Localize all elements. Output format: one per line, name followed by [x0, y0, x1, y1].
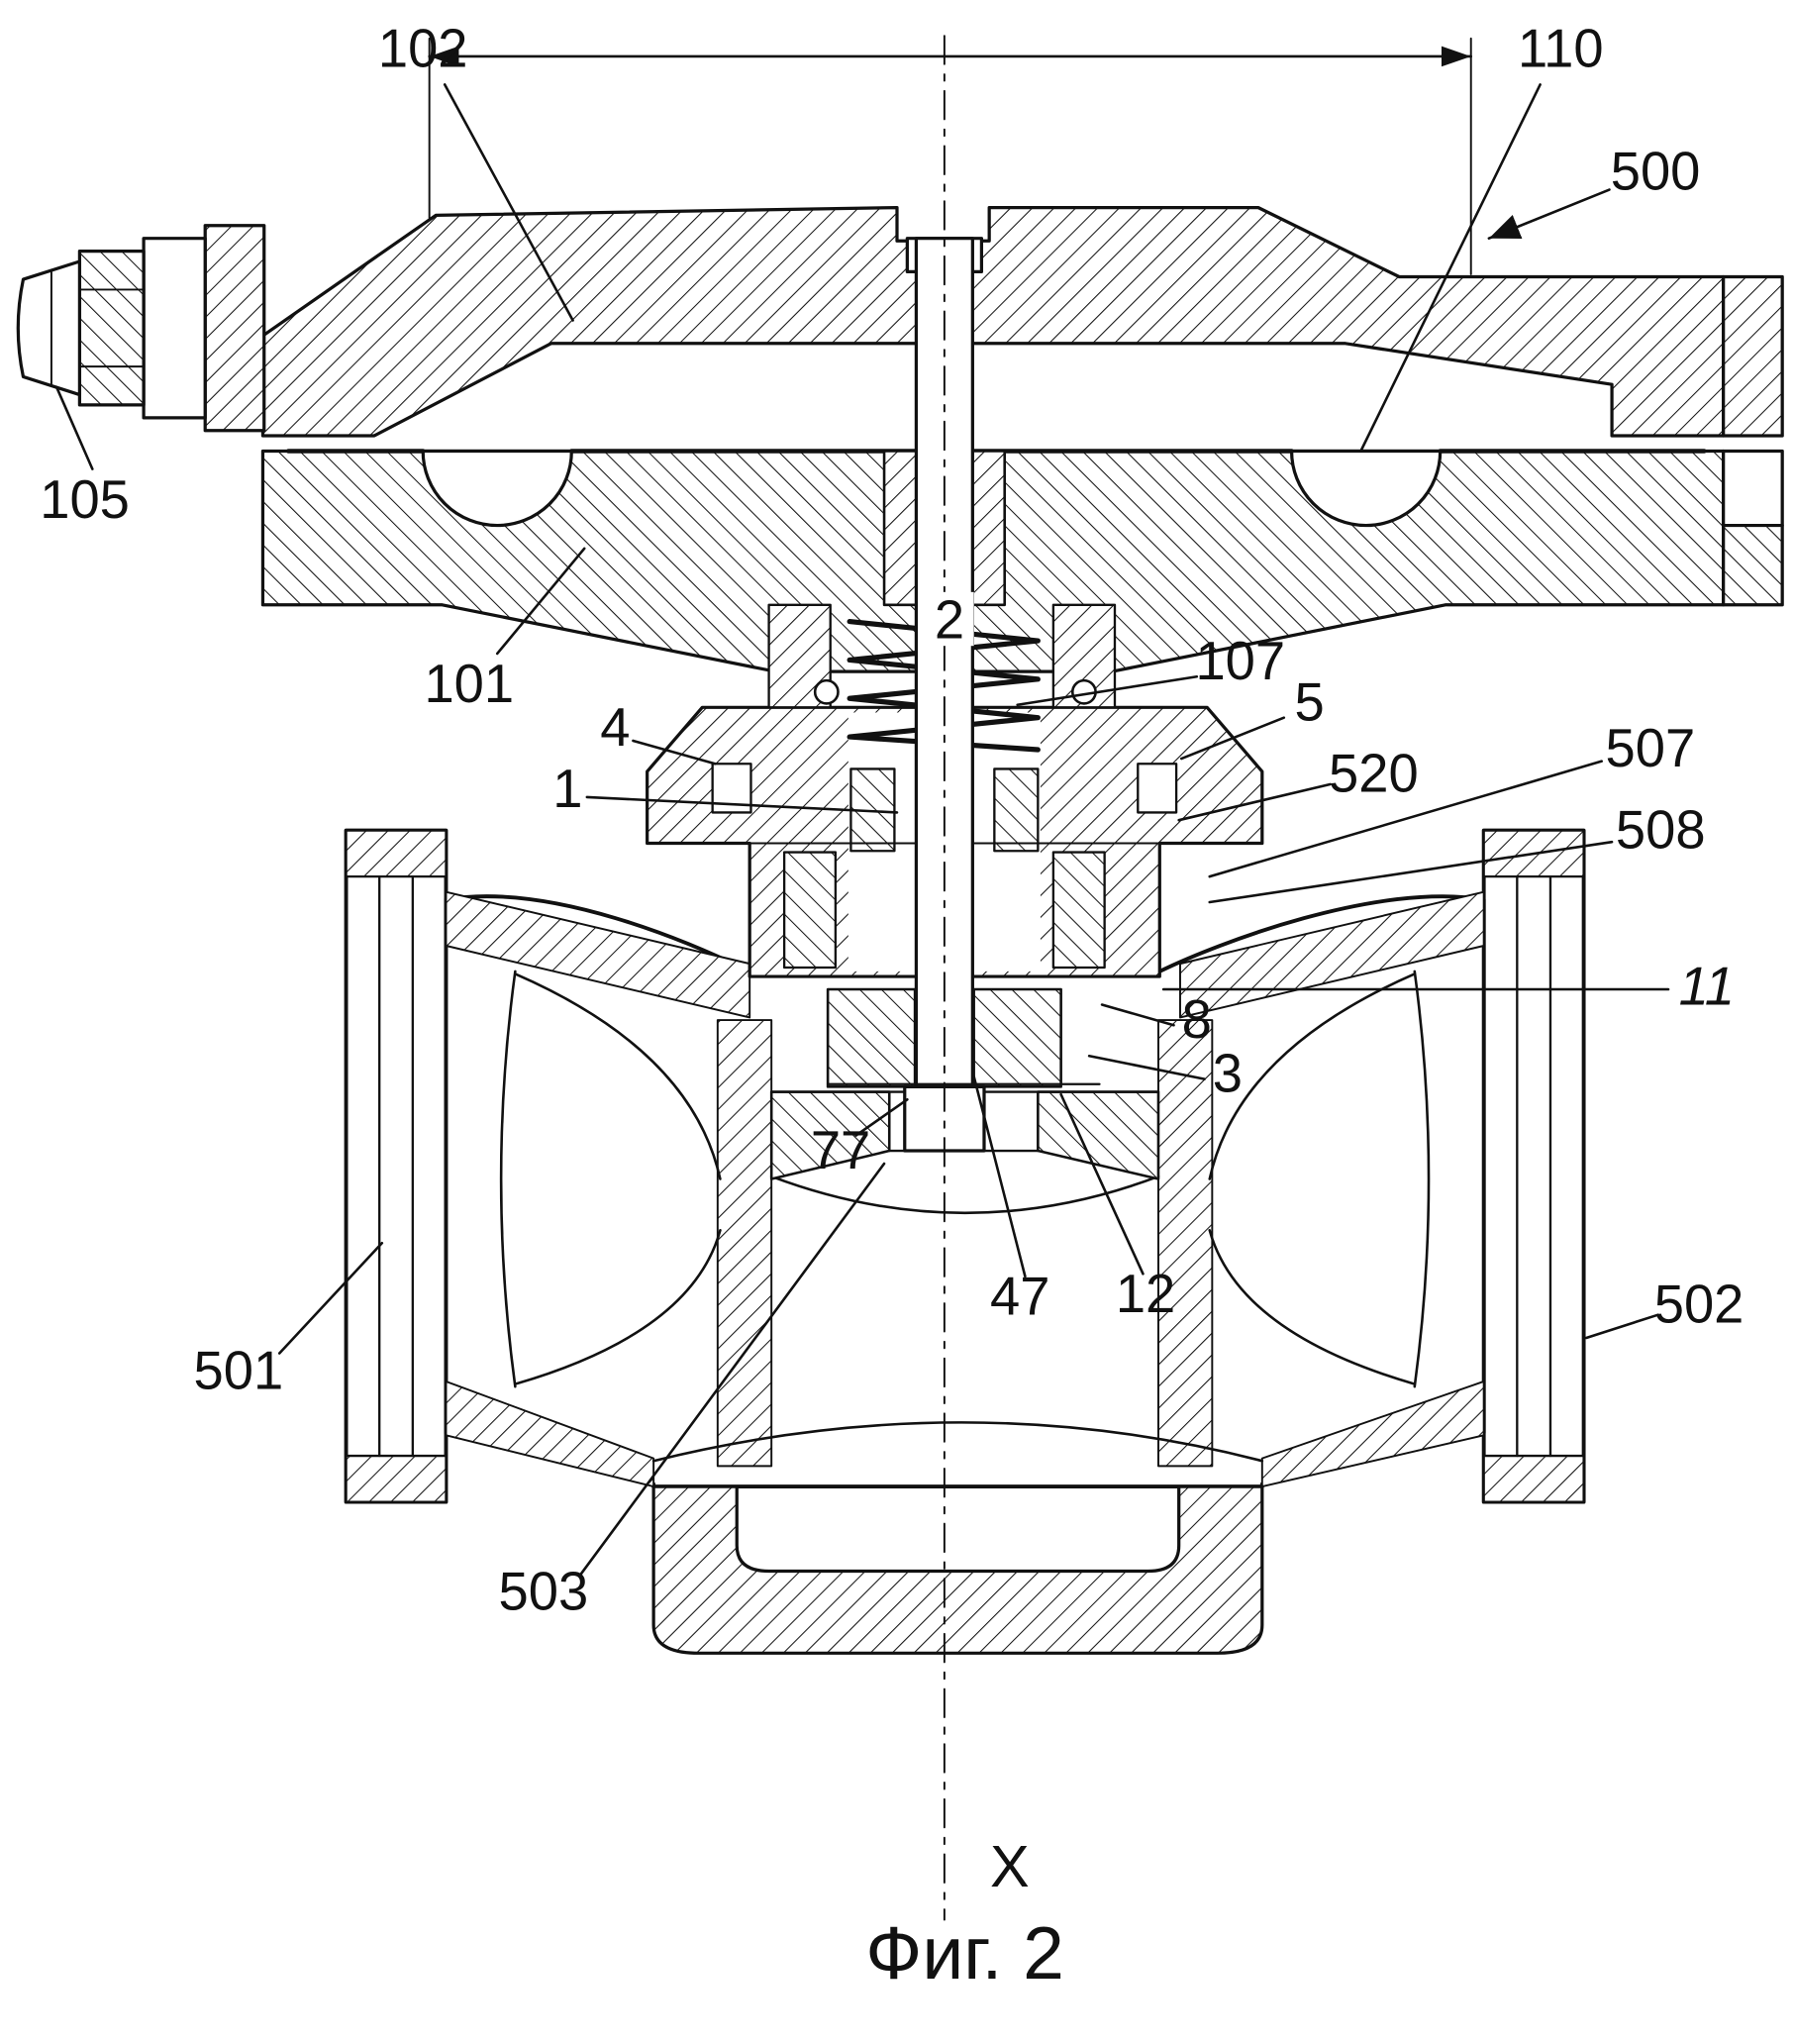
- ref-label-500: 500: [1611, 142, 1701, 202]
- fitting-plug-tip: [16, 259, 82, 397]
- actuator-housing: [260, 206, 1726, 673]
- bottom-cap: [651, 1484, 1264, 1655]
- body-cavity-wall-left: [716, 1019, 773, 1468]
- ref-label-101: 101: [424, 654, 514, 714]
- dimension-arrowhead-left: [429, 46, 459, 67]
- ref-label-102: 102: [378, 18, 468, 78]
- fitting-boss: [203, 224, 266, 433]
- left-fitting: [16, 224, 266, 433]
- diaphragm-bowl-right: [1289, 449, 1443, 528]
- fitting-sleeve: [142, 237, 207, 420]
- leader-line-520: [1177, 782, 1332, 822]
- leader-line-501: [277, 1241, 384, 1355]
- leader-line-4: [632, 739, 717, 766]
- body-wall-top-right: [1179, 890, 1485, 1019]
- diaphragm-bowl-left: [421, 449, 573, 528]
- ref-label-47: 47: [990, 1267, 1049, 1327]
- left-bore-back-edge: [499, 970, 517, 1388]
- left-passage-curve-lower: [514, 1228, 722, 1385]
- leader-line-1: [585, 795, 899, 814]
- ref-label-5: 5: [1295, 671, 1325, 732]
- left-passage-curve-upper: [514, 972, 722, 1180]
- ref-label-502: 502: [1654, 1274, 1744, 1334]
- left-flange-bottom-section: [345, 1454, 448, 1503]
- right-bore-back-edge: [1413, 970, 1431, 1388]
- leader-line-105: [54, 385, 94, 470]
- ref-label-105: 105: [40, 469, 130, 530]
- ref-label-12: 12: [1116, 1264, 1175, 1324]
- bonnet-side-nut-right: [1137, 763, 1178, 814]
- right-passage-curve-upper: [1208, 972, 1417, 1180]
- right-fitting-nut: [1722, 523, 1784, 607]
- leader-line-101: [495, 547, 586, 656]
- spring-seat-left: [813, 678, 840, 705]
- ref-label-110: 110: [1518, 18, 1604, 78]
- dimension-arrow: [428, 37, 1473, 275]
- right-flange-bottom-section: [1482, 1454, 1585, 1503]
- body-cavity-wall-right: [1157, 1019, 1214, 1468]
- body-wall-top-left: [445, 890, 751, 1019]
- left-flange-top-section: [345, 829, 448, 878]
- axis-label: X: [990, 1833, 1030, 1899]
- gland-insert-right: [1051, 851, 1106, 970]
- leader-line-107: [1016, 674, 1199, 707]
- leader-line-3: [1087, 1054, 1206, 1080]
- lower-chamber-curve: [651, 1421, 1264, 1463]
- right-fitting-block: [1722, 274, 1784, 438]
- figure-caption: Фиг. 2: [865, 1911, 1064, 1994]
- dimension-arrowhead-right: [1441, 46, 1471, 67]
- right-fitting-sleeve: [1722, 449, 1784, 528]
- yoke-column-left: [767, 603, 832, 709]
- left-pipe-flange: [344, 828, 448, 1504]
- ref-label-3: 3: [1213, 1044, 1243, 1104]
- leader-line-102: [443, 83, 574, 322]
- leader-line-77: [854, 1097, 909, 1137]
- ref-label-107: 107: [1195, 631, 1285, 691]
- ref-label-507: 507: [1606, 718, 1696, 778]
- ref-label-520: 520: [1329, 744, 1419, 804]
- leader-line-500: [1487, 188, 1611, 240]
- ref-label-501: 501: [194, 1341, 284, 1401]
- leader-lines: [54, 83, 1670, 1578]
- ref-label-11: 11: [1679, 957, 1735, 1017]
- ref-label-1: 1: [552, 759, 582, 819]
- plug-half-right: [972, 987, 1062, 1088]
- right-pipe-flange: [1481, 828, 1586, 1504]
- reference-labels: 102 110 500 105 101 2 107 4 5 1 520 507 …: [40, 18, 1744, 1621]
- ref-label-2: 2: [935, 589, 964, 650]
- label-2-backing: [925, 591, 974, 647]
- ref-label-8: 8: [1182, 989, 1212, 1050]
- leader-line-508: [1208, 840, 1614, 904]
- plug-seat-assembly: [769, 987, 1160, 1180]
- right-passage-curve-lower: [1208, 1228, 1417, 1385]
- leader-line-502: [1584, 1313, 1659, 1340]
- actuator-top-cover: [260, 206, 1726, 438]
- ref-label-508: 508: [1616, 800, 1706, 861]
- ref-label-4: 4: [600, 697, 630, 758]
- bottom-cap-wall: [651, 1484, 1264, 1655]
- leader-line-5: [1179, 716, 1286, 761]
- leader-line-12: [1059, 1092, 1145, 1276]
- fitting-hex-nut: [77, 250, 146, 407]
- ref-label-77: 77: [811, 1120, 870, 1180]
- gland-insert-left: [782, 851, 838, 970]
- leader-line-47: [972, 1074, 1027, 1278]
- plug-half-left: [826, 987, 917, 1088]
- ref-label-503: 503: [499, 1561, 589, 1621]
- packing-right: [993, 767, 1040, 853]
- leader-line-503: [577, 1162, 886, 1578]
- leader-line-110: [1359, 83, 1542, 453]
- leader-line-8: [1100, 1003, 1175, 1027]
- leader-line-507: [1208, 760, 1604, 878]
- right-fitting: [1722, 274, 1784, 607]
